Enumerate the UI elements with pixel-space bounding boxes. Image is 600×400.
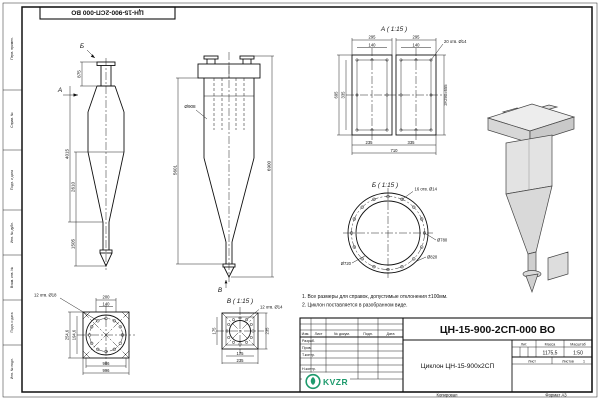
section-v-view: В ( 1:15 ) 12 отв. Ø14 175 235 235 175	[211, 298, 283, 364]
margin-label: Инв. № дубл.	[10, 222, 14, 243]
tb-row-razrab: Разраб.	[302, 339, 315, 343]
logo-emblem-icon	[305, 373, 321, 390]
dim-seca-140l: 140	[369, 42, 377, 47]
tb-designation: ЦН-15-900-2СП-000 ВО	[440, 324, 555, 336]
tb-sheets-value: 1	[583, 360, 585, 364]
title-block: Изм. Лист № докум. Подп. Дата Разраб. Пр…	[299, 317, 593, 393]
tb-mass-label: Масса	[545, 342, 556, 346]
dim-front-1505: 1505	[71, 238, 76, 249]
section-b-view: Б ( 1:15 ) 16 отв. Ø14 Ø780 Ø820 Ø720	[341, 182, 448, 278]
dim-flange-2546: 254,6	[65, 329, 70, 340]
logo-drop-icon	[310, 377, 316, 385]
notes: 1. Все размеры для справок, допустимые о…	[302, 294, 448, 309]
dim-seca-335: 335	[341, 91, 346, 99]
dim-flange-200: 200	[103, 295, 111, 300]
format-label: Формат А3	[545, 393, 567, 398]
dim-secv-holes: 12 отв. Ø14	[260, 305, 283, 310]
tb-lit-label: Лит.	[521, 342, 528, 346]
dim-main-5601: 5601	[173, 164, 178, 175]
tb-sheet-label: Лист	[528, 360, 536, 364]
dim-seca-235: 235	[366, 140, 374, 145]
margin-label: Подп. и дата	[10, 170, 14, 190]
view-title-b: Б ( 1:15 )	[372, 182, 398, 189]
arrow-label-b: Б	[80, 43, 84, 50]
dim-secb-720: Ø720	[341, 261, 352, 266]
tb-sheets-label: Листов	[562, 360, 574, 364]
bottom-margin: Копировал Формат А3	[437, 393, 568, 398]
tb-scale-value: 1:50	[573, 351, 583, 357]
view-title-v: В ( 1:15 )	[227, 298, 253, 305]
dim-secb-820: Ø820	[427, 255, 438, 260]
copied-label: Копировал	[437, 393, 459, 398]
dim-flange-holes: 12 отв. Ø18	[34, 293, 57, 298]
dim-secb-holes: 16 отв. Ø14	[415, 187, 438, 192]
tb-col-podp: Подп.	[363, 332, 373, 336]
dim-main-6900: 6900	[267, 160, 272, 171]
dim-front-2610: 2610	[71, 181, 76, 192]
dim-flange-996: 996	[103, 368, 111, 373]
margin-label: Перв. примен.	[10, 37, 14, 60]
dim-secv-235r: 235	[265, 327, 270, 335]
margin-label: Подп. и дата	[10, 312, 14, 332]
dim-flange-140: 140	[103, 301, 111, 306]
tb-col-list: Лист	[315, 332, 323, 336]
dim-main-d908: Ø908	[184, 104, 196, 109]
logo-text: KVZR	[323, 377, 348, 387]
note-line-2: 2. Циклон поставляется в разобранном вид…	[302, 303, 407, 309]
tb-product-name: Циклон ЦН-15-900х2СП	[421, 363, 495, 370]
dim-front-875: 875	[77, 70, 82, 78]
bottom-flange-view: 200 140 12 отв. Ø18 254,6 194,6 906 996	[34, 293, 135, 375]
front-view: Б А 875 4015 2610 1505	[57, 43, 125, 270]
tb-row-nkontr: Н.контр.	[302, 367, 316, 371]
dim-seca-295r: 295	[413, 35, 421, 40]
dim-flange-906: 906	[103, 361, 111, 366]
dim-seca-295l: 295	[369, 35, 377, 40]
dim-secv-235: 235	[237, 358, 245, 363]
company-logo: KVZR	[302, 372, 350, 391]
isometric-view	[486, 103, 576, 294]
dim-seca-335b: 335	[408, 140, 416, 145]
margin-label: Взам. инв. №	[10, 267, 14, 288]
tb-mass-value: 1175,5	[543, 351, 558, 357]
stamp-designation: ЦН-15-900-2СП-000 ВО	[71, 8, 143, 15]
dim-seca-140r: 140	[413, 42, 421, 47]
tb-col-izm: Изм.	[302, 332, 310, 336]
dim-seca-710: 710	[391, 148, 399, 153]
dim-seca-holes: 20 отв. Ø14	[444, 39, 467, 44]
dim-secb-780: Ø780	[437, 238, 448, 243]
tb-scale-label: Масштаб	[570, 342, 585, 346]
section-a-view: А ( 1:15 ) 295 295 140 140 20 отв. Ø14 6…	[334, 26, 467, 155]
dim-secv-175: 175	[237, 351, 245, 356]
dim-seca-pitch: 3×290=655	[443, 84, 448, 106]
margin-label: Справ. №	[10, 112, 14, 128]
main-view: Ø908 5601 6900 В	[173, 52, 274, 294]
margin-label: Инв. № подл.	[10, 358, 14, 379]
view-title-a: А ( 1:15 )	[380, 26, 407, 33]
corner-stamp: ЦН-15-900-2СП-000 ВО	[39, 6, 176, 20]
dim-seca-695: 695	[334, 91, 339, 99]
arrow-label-a: А	[57, 87, 62, 94]
note-line-1: 1. Все размеры для справок, допустимые о…	[302, 294, 448, 300]
tb-col-doc: № докум.	[334, 332, 350, 336]
margin-column: Перв. примен. Справ. № Подп. и дата Инв.…	[10, 37, 14, 379]
tb-row-tkontr: Т.контр.	[302, 353, 315, 357]
dim-flange-1946: 194,6	[72, 329, 77, 340]
tb-row-prov: Пров.	[302, 346, 312, 350]
dim-secv-175l: 175	[211, 327, 216, 335]
tb-col-data: Дата	[387, 332, 395, 336]
arrow-label-v: В	[218, 287, 223, 294]
dim-front-4015: 4015	[65, 148, 70, 159]
